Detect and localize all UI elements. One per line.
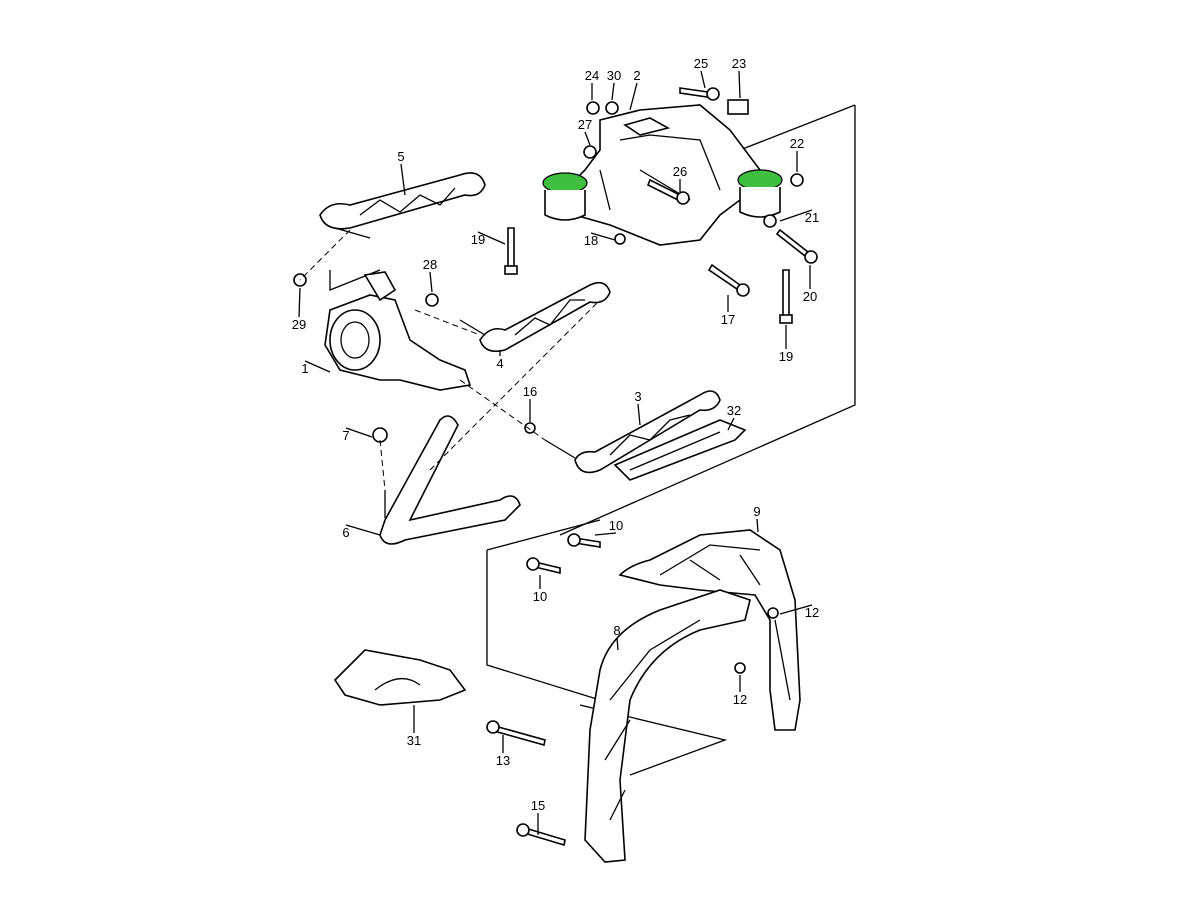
callout-leader <box>700 70 706 89</box>
callout-6: 6 <box>342 525 349 540</box>
callout-18: 18 <box>584 233 598 248</box>
callout-leader <box>345 524 381 536</box>
callout-8: 8 <box>613 623 620 638</box>
callout-12: 12 <box>733 692 747 707</box>
callout-10: 10 <box>609 518 623 533</box>
part-bracket-9 <box>618 529 801 731</box>
callout-leader <box>779 604 813 615</box>
callout-leader <box>345 427 373 438</box>
callout-leader <box>429 271 433 293</box>
callout-31: 31 <box>407 733 421 748</box>
callout-leader <box>616 637 619 651</box>
callout-29: 29 <box>292 317 306 332</box>
callout-22: 22 <box>790 136 804 151</box>
callout-leader <box>477 231 506 245</box>
part-cover-32 <box>613 419 747 481</box>
part-shield-31 <box>333 649 467 706</box>
callout-23: 23 <box>732 56 746 71</box>
callout-labels: 24 30 2 25 23 27 5 22 26 21 19 18 28 20 17 29 4 19 1 16 3 32 7… <box>292 56 819 835</box>
callout-leader <box>727 417 735 431</box>
callout-leader <box>629 82 638 111</box>
part-link-5 <box>319 172 486 239</box>
callout-30: 30 <box>607 68 621 83</box>
part-link-4 <box>459 281 611 353</box>
callout-15: 15 <box>531 798 545 813</box>
callout-17: 17 <box>721 312 735 327</box>
callout-28: 28 <box>423 257 437 272</box>
reference-frame-upper <box>329 104 856 536</box>
callout-21: 21 <box>805 210 819 225</box>
callout-4: 4 <box>496 356 503 371</box>
callout-leader <box>400 163 406 196</box>
callout-27: 27 <box>578 117 592 132</box>
callout-leader <box>594 532 617 536</box>
part-subframe <box>542 104 783 246</box>
part-wheel-carrier <box>324 271 472 391</box>
callout-10: 10 <box>533 589 547 604</box>
callout-leader <box>584 131 591 146</box>
callout-leader <box>738 70 741 99</box>
part-bracket-8 <box>584 589 751 863</box>
callout-leader <box>637 403 641 426</box>
callout-leader <box>298 287 301 318</box>
callout-25: 25 <box>694 56 708 71</box>
part-link-3 <box>544 390 721 474</box>
callout-leader <box>756 518 759 533</box>
callout-32: 32 <box>727 403 741 418</box>
callout-26: 26 <box>673 164 687 179</box>
callout-19: 19 <box>779 349 793 364</box>
callout-3: 3 <box>634 389 641 404</box>
callout-2: 2 <box>633 68 640 83</box>
dash-leaders <box>299 229 601 491</box>
callout-1: 1 <box>301 361 308 376</box>
callout-leader <box>779 209 813 222</box>
callout-leader <box>611 82 615 101</box>
callout-16: 16 <box>523 384 537 399</box>
callout-7: 7 <box>342 428 349 443</box>
callout-12: 12 <box>805 605 819 620</box>
callout-24: 24 <box>585 68 599 83</box>
callout-5: 5 <box>397 149 404 164</box>
part-lower-arm <box>379 415 521 545</box>
callout-19: 19 <box>471 232 485 247</box>
callout-leader <box>590 232 616 241</box>
callout-9: 9 <box>753 504 760 519</box>
callout-20: 20 <box>803 289 817 304</box>
callout-leader <box>304 360 331 373</box>
callout-13: 13 <box>496 753 510 768</box>
